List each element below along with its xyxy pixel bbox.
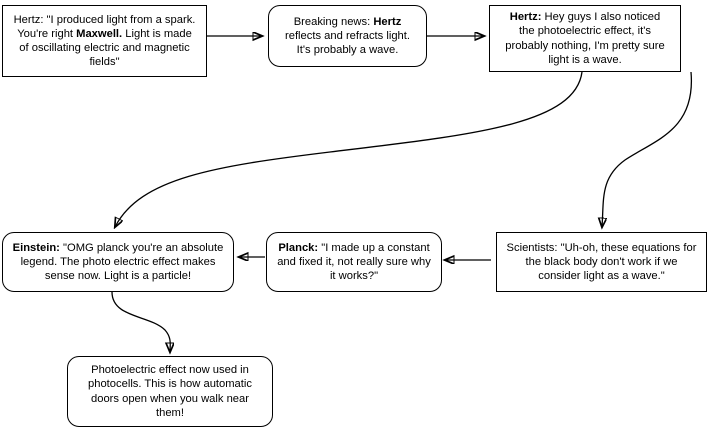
edge-einstein-to-photocells bbox=[111, 291, 170, 352]
node-hertz-spark[interactable]: Hertz: "I produced light from a spark.Yo… bbox=[2, 5, 207, 77]
edge-photoelectric-to-scientists bbox=[602, 71, 692, 227]
node-einstein-particle-text: Einstein: "OMG planck you're an absolute… bbox=[12, 241, 224, 283]
edge-photoelectric-to-einstein bbox=[115, 71, 583, 227]
node-einstein-particle[interactable]: Einstein: "OMG planck you're an absolute… bbox=[2, 232, 234, 292]
node-hertz-spark-text: Hertz: "I produced light from a spark.Yo… bbox=[13, 13, 196, 69]
